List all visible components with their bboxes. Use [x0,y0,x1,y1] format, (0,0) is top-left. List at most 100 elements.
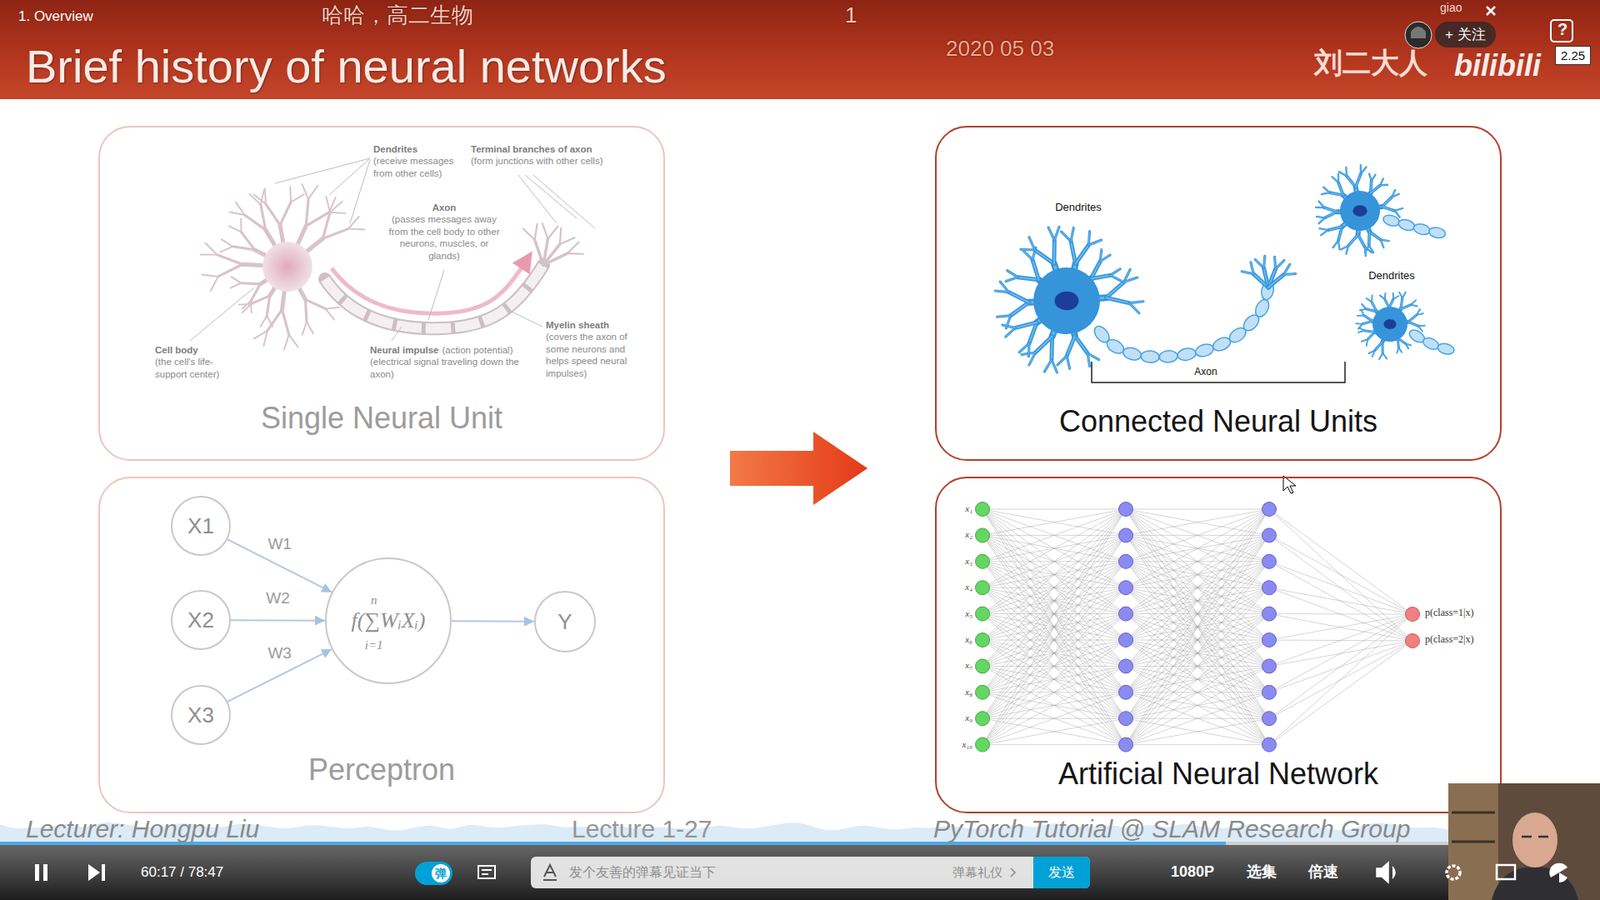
network-neuron [975,502,990,517]
leader-line [525,175,577,219]
leader-line [190,287,255,341]
dendrite-branch [325,309,335,320]
dendrite-branch [1370,185,1380,193]
dendrite-branch [1391,194,1400,198]
myelin-bead [1428,226,1447,240]
dendrite-branch [535,224,538,240]
dendrite-branch [1061,231,1072,242]
network-neuron [1119,580,1134,595]
impulse-arrow [331,260,527,314]
danmaku-comment: 2020 05 03 [945,36,1055,62]
network-neuron [1119,502,1134,517]
dendrite-branch [547,226,558,240]
network-link [1125,509,1270,745]
network-neuron [975,737,990,752]
myelin-bead [1436,341,1455,356]
site-logo: bilibili [1454,48,1541,83]
danmaku-toggle: 弹 [415,861,453,885]
dendrite-highlight [1416,313,1424,315]
node-label: X2 [187,607,215,634]
dendrite-branch [1367,231,1371,246]
dendrite-highlight [1275,260,1285,270]
dendrite-branch [1032,260,1039,280]
weight-label: W3 [265,645,295,664]
myelin-bead [1140,350,1160,363]
dendrite-branch [1355,322,1363,325]
dendrite-highlight [1275,256,1276,269]
neuron-illustration [200,184,365,350]
dendrite-highlight [1338,174,1340,183]
dendrite-branch [1370,295,1373,303]
dendrite-branch [1057,355,1067,365]
dendrite-branch [265,204,280,225]
dendrite-highlight [1057,355,1067,365]
dendrite-branch [1100,255,1110,262]
dendrite-branch [1345,167,1348,176]
cell-body [1033,267,1100,335]
dendrite-branch [205,243,218,255]
network-neuron [1262,737,1277,752]
network-link [1125,614,1270,745]
pip-icon [1496,865,1515,880]
network-link [982,509,1126,535]
formula-index: i=1 [365,639,384,652]
webcam-person [1491,866,1579,900]
callout-text: (action potential) [441,345,513,355]
nucleus [1055,291,1080,310]
dendrite-highlight [1360,309,1367,311]
dendrite-highlight [1371,175,1376,181]
dendrite-branch [1348,235,1358,246]
network-link [1269,561,1413,615]
network-link [1269,535,1413,615]
dendrite-branch [330,201,343,213]
callout-text: (the cell's life-support center) [155,355,235,380]
myelin-bead [1412,222,1431,237]
dendrite-highlight [1007,270,1019,278]
dendrite-highlight [1355,323,1363,325]
callout-text: (form junctions with other cells) [470,155,638,167]
network-link [1125,509,1270,745]
next-icon [88,864,105,881]
dendrite-highlight [1391,194,1400,198]
dendrite-branch [1268,275,1284,288]
callout-group: Cell body(the cell's life-support center… [155,344,235,380]
dendrite-highlight [1360,166,1367,174]
dendrite-branch [322,229,348,240]
chevron-icon [1010,868,1015,877]
dendrite-branch [1318,201,1324,208]
webcam-person [1521,835,1549,839]
dendrite-branch [1369,350,1375,354]
network-link [1269,614,1413,641]
dendrite-branch [1364,315,1374,321]
dendrite-branch [1381,197,1392,207]
network-neuron [1262,606,1277,621]
dendrite-highlight [1340,245,1349,250]
dendrite-branch [302,321,307,335]
input-label: x₁₀ [961,739,973,750]
dendrite-branch [210,276,219,291]
dendrite-highlight [1345,167,1348,176]
leader-line [391,326,402,341]
callout-group: Neural impulse(action potential)(electri… [370,344,541,380]
cell-body [1340,190,1380,231]
dendrite-highlight [1371,295,1374,303]
network-neuron [975,606,990,621]
dendrite-branch [1328,226,1343,230]
myelin-bead [1194,342,1215,360]
webcam-shelf [1451,812,1495,842]
dendrite-highlight [1124,277,1138,283]
panel-box: X1X2X3f(∑WᵢXᵢ)ni=1YPerceptron [98,476,665,814]
network-neuron [1405,607,1420,622]
dendrite-branch [1255,260,1264,269]
network-link [1125,665,1270,745]
dendrite-highlight [1017,277,1039,280]
panel-heading: Single Neural Unit [100,400,664,437]
network-neuron [975,633,990,648]
dendrite-highlight [1380,184,1388,186]
dendrite-branch [1015,322,1038,328]
dendrite-highlight [1333,240,1339,248]
dendrite-branch [250,284,260,301]
dendrite-branch [1088,240,1101,245]
chevron-icon [1009,866,1018,879]
